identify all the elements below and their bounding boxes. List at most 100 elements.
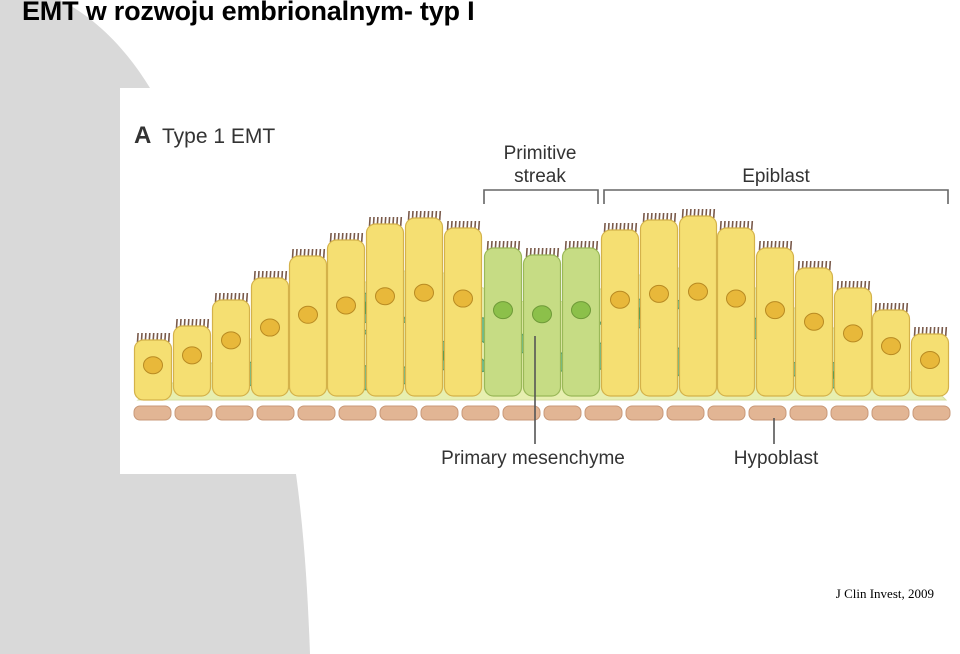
figure-panel: A Type 1 EMT Primitive streak Epiblast P… — [120, 88, 960, 474]
panel-title: Type 1 EMT — [162, 125, 275, 148]
cilium — [214, 292, 217, 303]
epithelial-cell-body — [794, 267, 834, 397]
epithelium-layer — [133, 208, 950, 401]
cilium — [564, 240, 567, 251]
cilium — [322, 248, 326, 259]
epiblast-cell — [133, 332, 173, 401]
panel-letter: A — [134, 122, 151, 149]
epithelial-cell-body — [522, 254, 562, 397]
cilium — [486, 240, 489, 251]
hypoblast-cell — [666, 405, 705, 421]
epiblast-cell — [678, 208, 718, 397]
epiblast-label: Epiblast — [742, 166, 810, 187]
cilium — [642, 212, 645, 223]
hypoblast-cell — [871, 405, 910, 421]
cell-nucleus — [453, 289, 473, 308]
background-shape-path — [0, 0, 310, 654]
cilium — [595, 240, 599, 251]
epiblast-cell — [365, 216, 405, 397]
epiblast-cell — [172, 318, 212, 397]
cilium — [206, 318, 210, 329]
cell-nucleus — [260, 318, 280, 337]
cilium — [681, 208, 684, 219]
primitive-streak-cell — [561, 240, 601, 397]
cell-nucleus — [881, 337, 901, 356]
cell-nucleus — [375, 287, 395, 306]
cilium — [368, 216, 371, 227]
primary-mesenchyme-label: Primary mesenchyme — [441, 448, 625, 469]
hypoblast-cell — [789, 405, 828, 421]
hypoblast-cell — [912, 405, 951, 421]
epiblast-cell — [250, 270, 290, 397]
epithelial-cell-body — [404, 217, 444, 397]
hypoblast-label: Hypoblast — [734, 448, 819, 469]
epiblast-cell — [755, 240, 795, 397]
epithelial-cell-body — [600, 229, 640, 397]
hypoblast-cell — [543, 405, 582, 421]
hypoblast-cell — [625, 405, 664, 421]
cilium — [836, 280, 839, 291]
cell-nucleus — [688, 282, 708, 301]
cilium — [758, 240, 761, 251]
cilium — [673, 212, 677, 223]
cilium — [399, 216, 403, 227]
hypoblast-cell — [748, 405, 787, 421]
cilium — [789, 240, 793, 251]
cilium — [556, 247, 560, 258]
cilium — [446, 220, 449, 231]
epithelial-cell-body — [483, 247, 523, 397]
cilium — [525, 247, 528, 258]
hypoblast-cell — [502, 405, 541, 421]
epithelial-cell-body — [716, 227, 756, 397]
epiblast-cell — [794, 260, 834, 397]
epiblast-cell — [443, 220, 483, 397]
cilium — [797, 260, 800, 271]
cell-nucleus — [726, 289, 746, 308]
cell-nucleus — [182, 346, 202, 365]
cilium — [175, 318, 178, 329]
cilium — [944, 326, 948, 337]
epithelial-cell-body — [288, 255, 328, 397]
hypoblast-cell — [215, 405, 254, 421]
cilium — [291, 248, 294, 259]
cell-nucleus — [414, 283, 434, 302]
cilium — [913, 326, 916, 337]
cilium — [517, 240, 521, 251]
epithelial-cell-body — [755, 247, 795, 397]
citation: J Clin Invest, 2009 — [835, 586, 934, 601]
cilium — [245, 292, 249, 303]
epithelial-cell-body — [250, 277, 290, 397]
hypoblast-cell — [707, 405, 746, 421]
cilium — [828, 260, 832, 271]
cilium — [634, 222, 638, 233]
cell-nucleus — [532, 305, 552, 324]
cilium — [253, 270, 256, 281]
slide-title: EMT w rozwoju embrionalnym- typ I — [22, 0, 475, 26]
cilium — [750, 220, 754, 231]
cell-nucleus — [221, 331, 241, 350]
cilium — [477, 220, 481, 231]
cell-nucleus — [649, 284, 669, 303]
cilium — [438, 210, 442, 221]
epithelial-cell-body — [443, 227, 483, 397]
cilium — [603, 222, 606, 233]
epiblast-cell — [326, 232, 366, 397]
epithelial-cell-body — [561, 247, 601, 397]
primitive-streak-label-line2: streak — [514, 166, 566, 187]
hypoblast-cell — [133, 405, 172, 421]
hypoblast-cell — [584, 405, 623, 421]
epiblast-cell — [639, 212, 679, 397]
emt-diagram: A Type 1 EMT Primitive streak Epiblast P… — [133, 122, 951, 469]
cilium — [360, 232, 364, 243]
epiblast-cell — [404, 210, 444, 397]
cilium — [407, 210, 410, 221]
hypoblast-cell — [256, 405, 295, 421]
cell-nucleus — [298, 305, 318, 324]
cilium — [712, 208, 716, 219]
cell-nucleus — [804, 312, 824, 331]
epiblast-cell — [600, 222, 640, 397]
epithelial-cell-body — [678, 215, 718, 397]
epithelial-cell-body — [639, 219, 679, 397]
cell-nucleus — [571, 301, 591, 320]
hypoblast-cell — [461, 405, 500, 421]
